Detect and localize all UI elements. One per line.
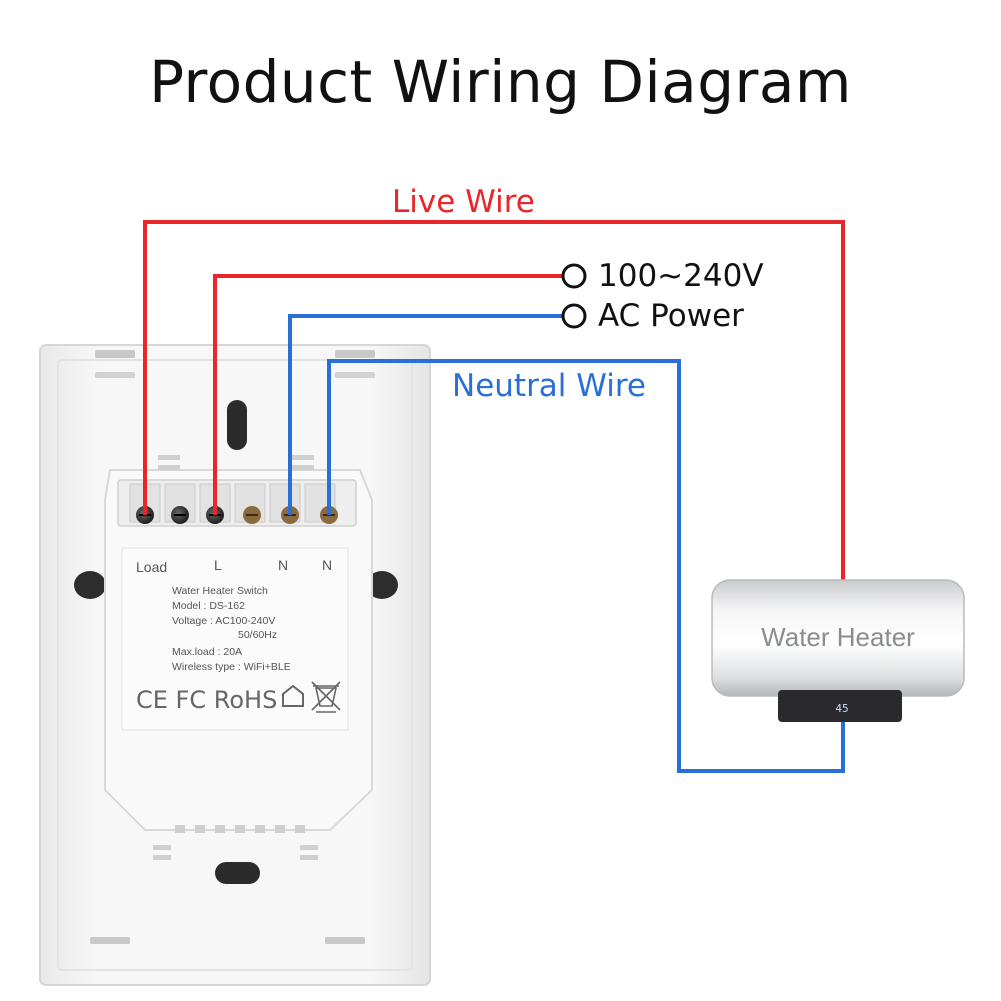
spec-label: Water Heater Switch Model : DS-162 Volta…	[172, 585, 291, 673]
diagram-title: Product Wiring Diagram	[149, 48, 852, 116]
neutral-wire-label: Neutral Wire	[452, 368, 646, 404]
terminal-labels: Load L N N	[136, 557, 332, 575]
water-heater: Water Heater 45	[711, 579, 965, 722]
ac-power-terminals	[561, 263, 587, 329]
live-wire	[143, 220, 845, 585]
live-wire-label: Live Wire	[392, 184, 535, 220]
house-icon	[282, 684, 304, 707]
terminal-label-n1: N	[278, 557, 288, 573]
ac-power-label: AC Power	[598, 298, 744, 334]
heater-control-panel	[778, 690, 902, 722]
terminal-label-load: Load	[136, 559, 167, 575]
switch-housing	[104, 455, 373, 860]
ac-voltage-label: 100~240V	[598, 258, 764, 294]
spec-line: Water Heater Switch	[172, 585, 268, 597]
cert-marks: CE FC RoHS	[136, 681, 341, 714]
weee-bin-icon	[311, 681, 341, 713]
terminal-label-l: L	[214, 557, 222, 573]
neutral-wire	[288, 314, 845, 773]
heater-label: Water Heater	[761, 622, 915, 652]
cert-marks-text: CE FC RoHS	[136, 686, 277, 714]
spec-line: Max.load : 20A	[172, 646, 242, 658]
spec-line: Wireless type : WiFi+BLE	[172, 661, 291, 673]
ac-terminal-neutral	[561, 303, 587, 329]
spec-line: 50/60Hz	[238, 629, 277, 641]
spec-line: Model : DS-162	[172, 600, 245, 612]
heater-display: 45	[835, 702, 848, 715]
terminal-label-n2: N	[322, 557, 332, 573]
ac-terminal-live	[561, 263, 587, 289]
spec-line: Voltage : AC100-240V	[172, 615, 275, 627]
